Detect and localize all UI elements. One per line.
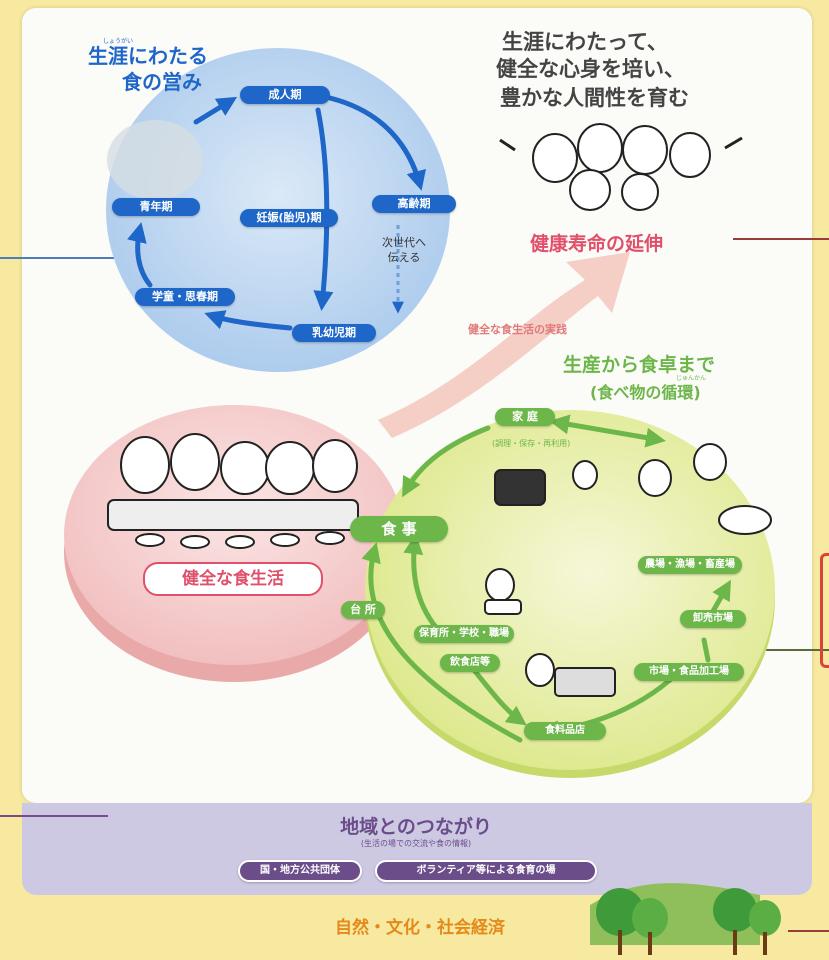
goal-line3: 豊かな人間性を育む bbox=[500, 86, 689, 110]
node-farm: 農場・漁場・畜産場 bbox=[638, 556, 742, 574]
cycle-title-ruby: しょうがい bbox=[103, 38, 134, 45]
connector-line-blue bbox=[0, 257, 118, 259]
stage-youth: 青年期 bbox=[112, 198, 200, 216]
community-pill-volunteer: ボランティア等による食育の場 bbox=[375, 860, 597, 882]
community-pill-government: 国・地方公共団体 bbox=[238, 860, 362, 882]
stage-pregnancy: 妊娠(胎児)期 bbox=[240, 209, 338, 227]
stage-adult: 成人期 bbox=[240, 86, 330, 104]
node-kitchen: 台 所 bbox=[341, 601, 385, 619]
goal-line2: 健全な心身を培い、 bbox=[496, 57, 685, 81]
food-cycle-subtitle: (食べ物の循環) bbox=[590, 383, 701, 402]
food-cycle-title: 生産から食卓まで bbox=[563, 354, 716, 376]
connector-line-purple bbox=[0, 815, 108, 817]
node-home: 家 庭 bbox=[495, 408, 555, 426]
node-grocery: 食料品店 bbox=[524, 722, 606, 740]
cycle-title-line1: 生涯にわたる bbox=[88, 44, 208, 68]
side-marker bbox=[820, 553, 829, 668]
node-nursery-school-work: 保育所・学校・職場 bbox=[414, 625, 514, 643]
node-meal: 食 事 bbox=[350, 516, 448, 542]
healthy-life-extension: 健康寿命の延伸 bbox=[530, 233, 664, 255]
community-subtitle: (生活の場での交流や食の情報) bbox=[360, 839, 472, 848]
trees-illustration bbox=[590, 883, 781, 955]
connector-line-brown bbox=[788, 930, 829, 932]
node-home-detail: (調理・保存・再利用) bbox=[492, 439, 571, 448]
stage-elderly: 高齢期 bbox=[372, 195, 456, 213]
healthy-diet-label: 健全な食生活 bbox=[143, 562, 323, 596]
food-cycle-subtitle-ruby: じゅんかん bbox=[676, 375, 707, 382]
next-generation-label: 次世代へ 伝える bbox=[382, 236, 426, 264]
community-title: 地域とのつながり bbox=[340, 816, 492, 838]
node-food-factory: 市場・食品加工場 bbox=[634, 663, 744, 681]
practice-arrow bbox=[378, 252, 630, 438]
cycle-title-line2: 食の営み bbox=[122, 70, 202, 94]
node-restaurant: 飲食店等 bbox=[440, 654, 500, 672]
connector-line-red bbox=[733, 238, 829, 240]
people-illustration-diet bbox=[107, 433, 359, 549]
people-illustration-top bbox=[499, 123, 743, 211]
stage-school: 学童・思春期 bbox=[135, 288, 235, 306]
node-wholesale-market: 卸売市場 bbox=[680, 610, 746, 628]
stage-infant: 乳幼児期 bbox=[292, 324, 376, 342]
connector-line-green bbox=[750, 649, 829, 651]
food-cycle-illustrations bbox=[484, 443, 772, 697]
practice-label: 健全な食生活の実践 bbox=[468, 323, 567, 336]
goal-line1: 生涯にわたって、 bbox=[502, 30, 668, 54]
footer-label: 自然・文化・社会経済 bbox=[335, 918, 505, 938]
life-cycle-arrows bbox=[127, 95, 426, 331]
